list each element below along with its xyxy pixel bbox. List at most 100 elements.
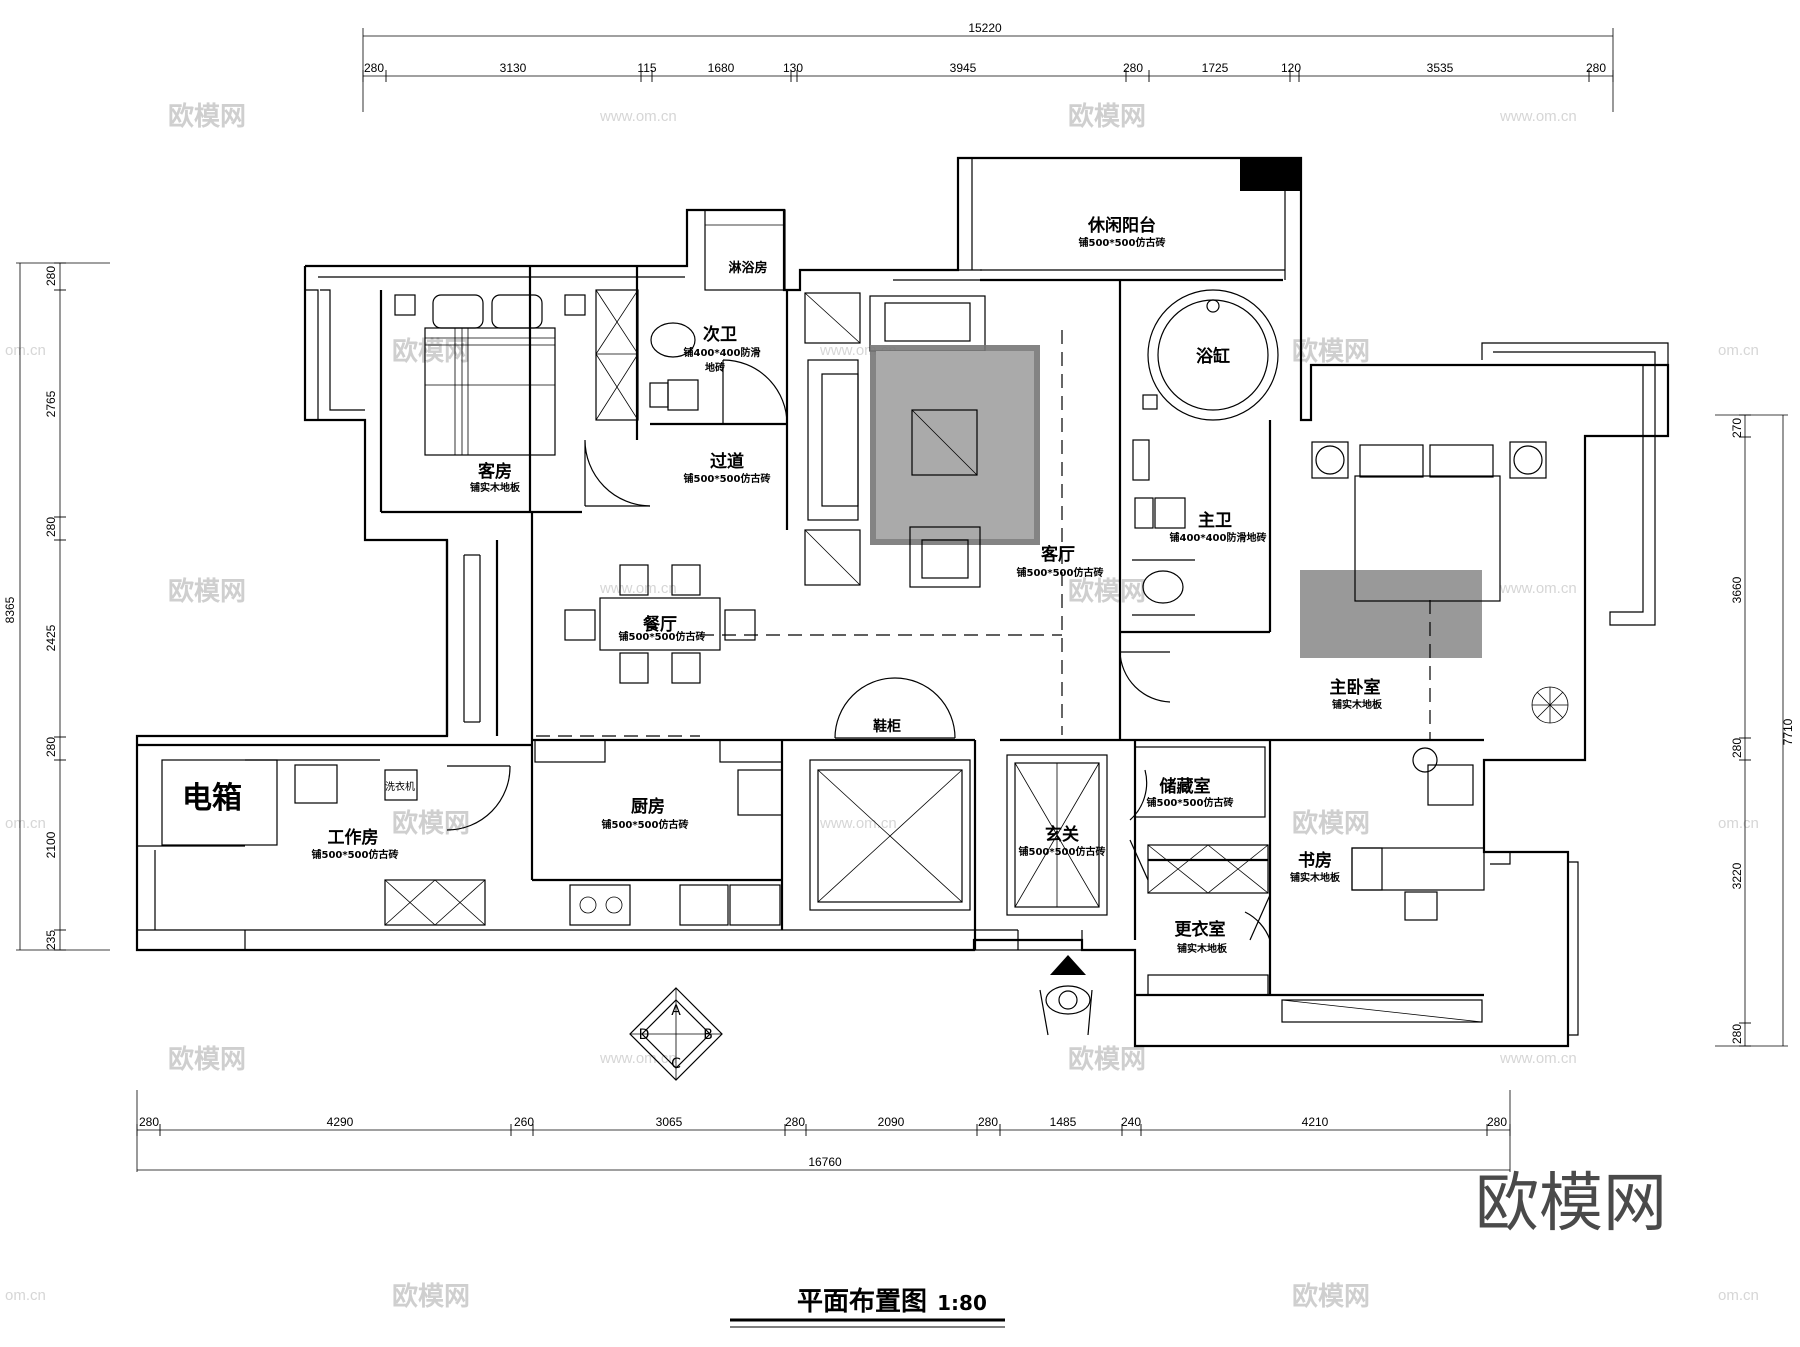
floor-spec: 铺500*500仿古砖 — [312, 848, 399, 861]
dimension-label: 2765 — [44, 390, 58, 417]
dining-table — [564, 564, 756, 684]
floor-spec: 铺400*400防滑地砖 — [1170, 531, 1267, 544]
room-name: 次卫 — [703, 324, 737, 345]
room-name: 客厅 — [1040, 544, 1075, 565]
room-name: 过道 — [710, 451, 744, 472]
floor-spec: 铺400*400防滑 — [684, 346, 761, 359]
dimension-label: 280 — [1730, 738, 1744, 758]
room-name: 浴缸 — [1196, 346, 1230, 367]
shower-room — [704, 209, 786, 291]
foyer-cabinet — [1006, 754, 1108, 916]
dimension-right: 7710 270 3660 280 3220 280 — [1715, 414, 1795, 1047]
furniture: A B C D — [160, 209, 1569, 1081]
dimension-label: 3945 — [950, 61, 977, 75]
room-name: 主卫 — [1198, 510, 1232, 531]
sink-icon — [679, 884, 729, 926]
dimension-label: 280 — [1730, 1024, 1744, 1044]
kitchen-fixtures — [534, 739, 783, 926]
floor-spec: 铺500*500仿古砖 — [1079, 236, 1166, 249]
sink-icon — [1142, 570, 1184, 604]
watermark-url: www.om.cn — [599, 1050, 677, 1067]
floor-spec: 铺实木地板 — [1290, 871, 1341, 884]
watermark-url: www.om.cn — [1499, 1050, 1577, 1067]
dimension-label: 2425 — [44, 624, 58, 651]
storage-shelf — [1134, 746, 1269, 996]
dimension-label: 280 — [1586, 61, 1606, 75]
compass-label-d: D — [639, 1027, 650, 1043]
watermark-brand: 欧模网 — [392, 336, 470, 367]
dimension-label: 115 — [637, 61, 656, 75]
entry-arrow-icon — [1050, 955, 1086, 975]
dimension-label: 280 — [44, 266, 58, 286]
walls — [135, 156, 1670, 1048]
column-block — [1240, 158, 1302, 191]
stove-icon — [569, 884, 631, 926]
side-table — [804, 529, 861, 586]
room-name: 休闲阳台 — [1087, 215, 1156, 236]
watermark-brand: 欧模网 — [1292, 1281, 1370, 1312]
dimension-label: 280 — [139, 1115, 159, 1129]
watermark-url: om.cn — [5, 815, 46, 832]
floor-spec: 铺500*500仿古砖 — [1019, 845, 1106, 858]
second-bath-fixtures — [649, 322, 720, 425]
dimension-label: 3220 — [1730, 862, 1744, 889]
floor-spec: 铺500*500仿古砖 — [1147, 796, 1234, 809]
floor-spec: 铺实木地板 — [470, 481, 521, 494]
coffee-table — [911, 409, 978, 476]
watermark-brand: 欧模网 — [168, 1044, 246, 1075]
work-room-fixtures — [160, 759, 486, 926]
watermark-url: om.cn — [1718, 342, 1759, 359]
bookshelf — [1281, 999, 1483, 1023]
washer-icon — [384, 769, 418, 801]
dimension-label: 3660 — [1730, 576, 1744, 603]
room-name: 工作房 — [328, 827, 379, 848]
dimension-total: 16760 — [808, 1155, 842, 1169]
guest-wardrobe — [595, 289, 639, 421]
floor-spec: 铺500*500仿古砖 — [619, 630, 706, 643]
dimension-label: 130 — [783, 61, 803, 75]
dimension-bottom: 280 4290 260 3065 280 2090 280 1485 240 … — [136, 1090, 1511, 1172]
master-bath-fixtures — [1132, 439, 1195, 616]
title-scale: 1:80 — [937, 1291, 987, 1315]
dimension-label: 280 — [1123, 61, 1143, 75]
dimension-label: 2090 — [878, 1115, 905, 1129]
chair-icon — [1404, 891, 1438, 921]
dimension-left: 8365 280 2765 280 2425 280 2100 235 — [3, 262, 110, 951]
dimension-label: 120 — [1281, 61, 1301, 75]
watermark-brand: 欧模网 — [168, 101, 246, 132]
side-table — [804, 292, 861, 344]
dimension-label: 1485 — [1050, 1115, 1077, 1129]
room-name: 电箱 — [182, 781, 242, 816]
dimension-label: 4290 — [327, 1115, 354, 1129]
dimension-label: 280 — [785, 1115, 805, 1129]
room-name: 主卧室 — [1330, 677, 1381, 698]
fixture-label: 洗衣机 — [385, 780, 415, 793]
watermark-large: 欧模网 — [1475, 1167, 1667, 1241]
watermark-url: om.cn — [1718, 815, 1759, 832]
dimension-label: 280 — [364, 61, 384, 75]
dimension-top: 15220 280 3130 115 1680 130 3945 280 172… — [362, 21, 1614, 112]
toilet-icon — [667, 379, 699, 411]
sink-icon — [294, 764, 338, 804]
dimension-label: 1680 — [708, 61, 735, 75]
floor-spec: 铺实木地板 — [1332, 698, 1383, 711]
sofa — [807, 359, 859, 521]
watermark-url: om.cn — [1718, 1287, 1759, 1304]
watermark-url: www.om.cn — [599, 580, 677, 597]
watermark-brand: 欧模网 — [1068, 576, 1146, 607]
rug — [1300, 570, 1482, 658]
room-name: 餐厅 — [643, 614, 677, 635]
dimension-label: 3065 — [656, 1115, 683, 1129]
watermark-brand: 欧模网 — [392, 808, 470, 839]
toilet-icon — [1154, 497, 1186, 529]
watermark-url: www.om.cn — [1499, 108, 1577, 125]
dimension-label: 280 — [44, 517, 58, 537]
sink-icon — [650, 322, 696, 358]
guest-bed — [394, 294, 586, 456]
compass-label-a: A — [671, 1003, 681, 1019]
dimension-label: 280 — [1487, 1115, 1507, 1129]
floor-spec: 铺500*500仿古砖 — [602, 818, 689, 831]
watermark-url: www.om.cn — [819, 815, 897, 832]
floor-spec: 地砖 — [705, 361, 725, 374]
room-name: 书房 — [1298, 850, 1332, 871]
